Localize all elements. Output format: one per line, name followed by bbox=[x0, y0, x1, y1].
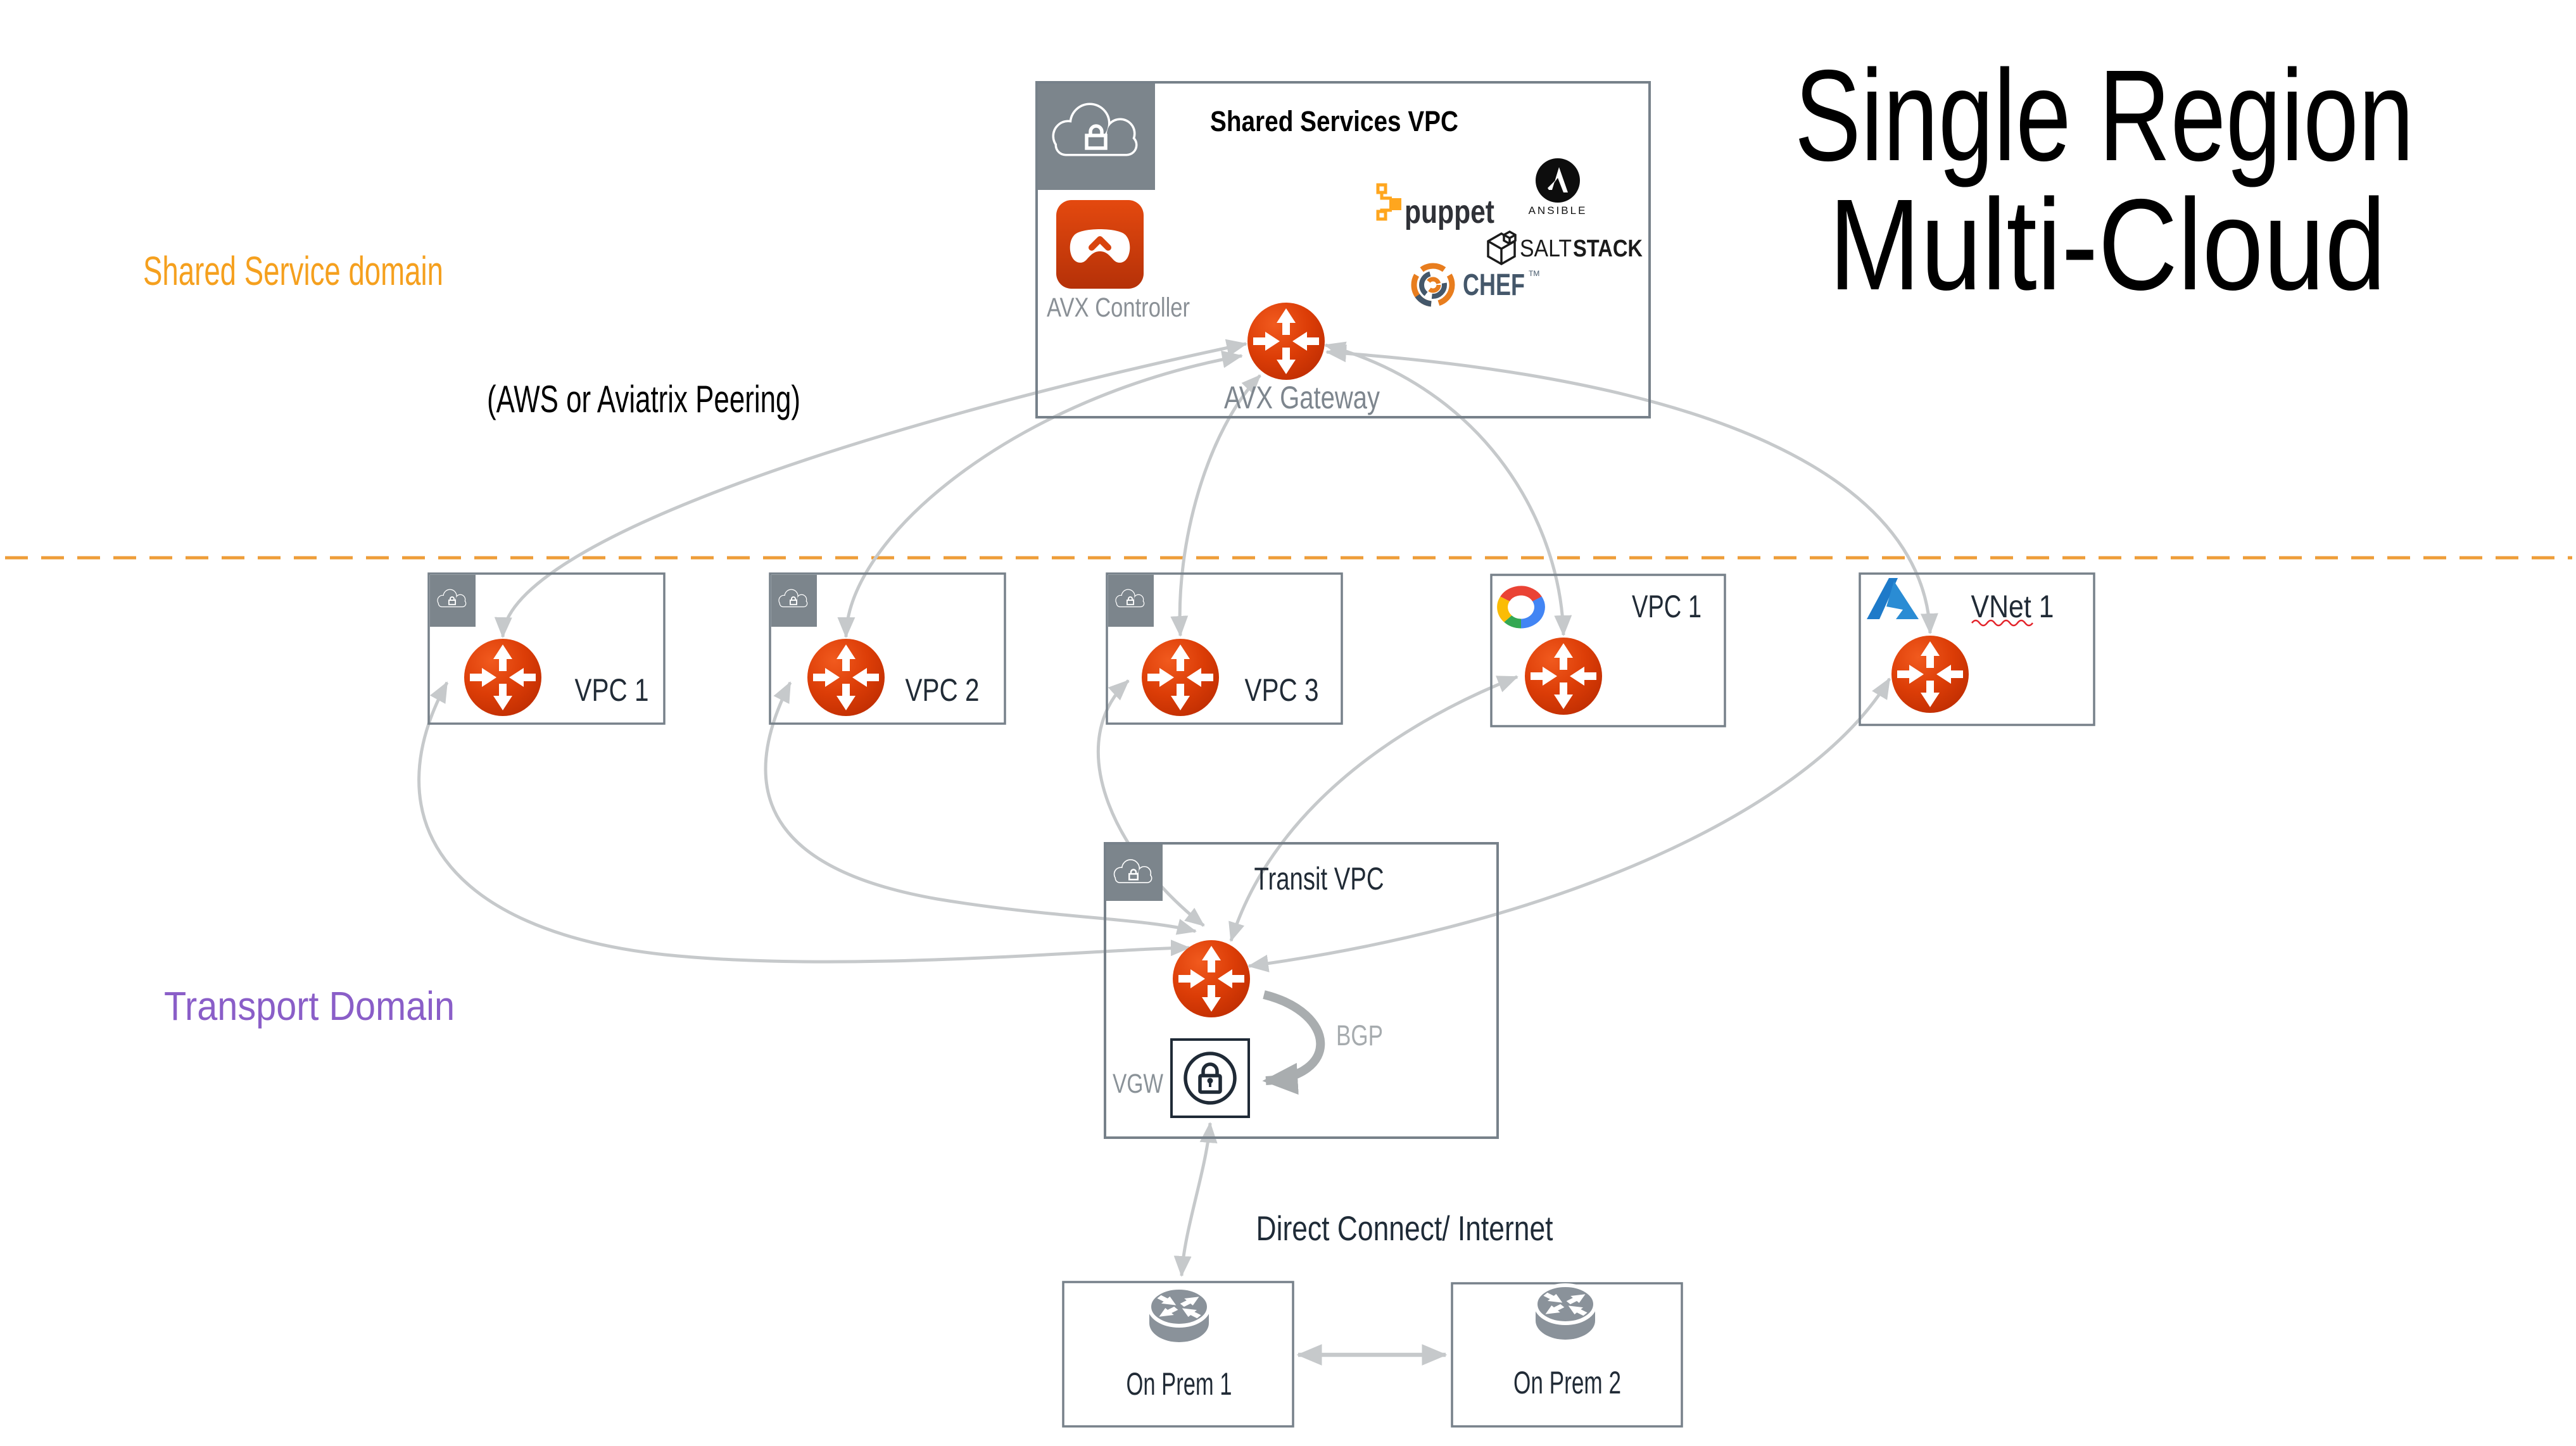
svg-text:AVX Gateway: AVX Gateway bbox=[1224, 380, 1380, 415]
svg-text:Multi-Cloud: Multi-Cloud bbox=[1829, 172, 2386, 317]
svg-text:VPC 1: VPC 1 bbox=[575, 672, 649, 708]
svg-text:AVX Controller: AVX Controller bbox=[1047, 292, 1190, 323]
svg-text:Shared Services VPC: Shared Services VPC bbox=[1210, 105, 1458, 137]
svg-text:STACK: STACK bbox=[1573, 236, 1643, 262]
svg-text:VPC 3: VPC 3 bbox=[1245, 672, 1319, 708]
svg-text:puppet: puppet bbox=[1405, 194, 1494, 230]
svg-text:VNet 1: VNet 1 bbox=[1971, 589, 2054, 624]
svg-text:BGP: BGP bbox=[1336, 1019, 1383, 1052]
svg-text:On Prem 2: On Prem 2 bbox=[1513, 1365, 1621, 1400]
svg-text:Transit VPC: Transit VPC bbox=[1254, 861, 1384, 896]
svg-text:ANSIBLE: ANSIBLE bbox=[1529, 204, 1588, 217]
svg-text:Shared Service domain: Shared Service domain bbox=[143, 248, 443, 294]
svg-text:Transport Domain: Transport Domain bbox=[164, 983, 455, 1029]
svg-text:CHEF: CHEF bbox=[1463, 268, 1525, 302]
svg-text:Single Region: Single Region bbox=[1795, 43, 2414, 188]
svg-text:VPC 1: VPC 1 bbox=[1632, 589, 1702, 624]
svg-text:TM: TM bbox=[1529, 269, 1539, 278]
svg-text:On Prem 1: On Prem 1 bbox=[1127, 1366, 1232, 1402]
svg-text:Direct Connect/ Internet: Direct Connect/ Internet bbox=[1256, 1209, 1553, 1248]
svg-text:SALT: SALT bbox=[1520, 236, 1572, 262]
svg-text:(AWS or Aviatrix Peering): (AWS or Aviatrix Peering) bbox=[487, 378, 800, 420]
svg-text:VGW: VGW bbox=[1113, 1069, 1163, 1099]
svg-text:VPC 2: VPC 2 bbox=[906, 672, 980, 708]
